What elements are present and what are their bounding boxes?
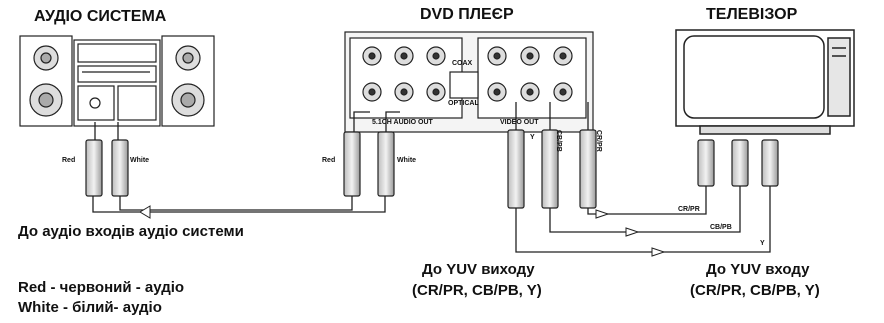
plug-label-red-left: Red — [62, 157, 76, 164]
signal-label-cb-pb: CB/PB — [555, 130, 562, 152]
signal-label-y: Y — [530, 134, 535, 141]
plug-label-white-right: White — [397, 157, 417, 164]
plug-label-white-left: White — [130, 157, 150, 164]
coax-label: COAX — [452, 60, 473, 67]
optical-label: OPTICAL — [448, 100, 479, 107]
optical-port — [449, 71, 479, 99]
audio-system-title: АУДІО СИСТЕМА — [34, 8, 167, 25]
yuv-output-caption-1: До YUV виходу — [422, 261, 535, 278]
video-out-label: VIDEO OUT — [500, 119, 539, 126]
yuv-output-caption-2: (CR/PR, CB/PB, Y) — [412, 282, 542, 299]
audio-input-caption: До аудіо входів аудіо системи — [18, 223, 244, 240]
legend-red: Red - червоний - аудіо — [18, 279, 185, 296]
audio-cable — [92, 196, 386, 213]
y-cable — [515, 186, 771, 253]
plug-label-red-right: Red — [322, 157, 336, 164]
dvd-player-title: DVD ПЛЕЄР — [420, 6, 514, 23]
cr-pr-cable — [587, 186, 707, 215]
dvd-back-panel — [344, 31, 594, 133]
direction-arrows — [139, 205, 666, 257]
tv-screen — [683, 35, 825, 119]
cables — [92, 102, 771, 253]
cb-pb-cable — [549, 186, 741, 233]
tv-title: ТЕЛЕВІЗОР — [706, 6, 798, 23]
yuv-input-caption-1: До YUV входу — [706, 261, 810, 278]
cable-label-cb-pb: CB/PB — [710, 224, 732, 231]
cable-label-cr-pr: CR/PR — [678, 206, 700, 213]
yuv-input-caption-2: (CR/PR, CB/PB, Y) — [690, 282, 820, 299]
audio-out-label: 5.1CH AUDIO OUT — [372, 119, 433, 126]
dvd-jacks — [362, 46, 573, 102]
legend-white: White - білий- аудіо — [18, 299, 162, 316]
tv-illustration — [675, 29, 855, 135]
signal-label-cr-pr: CR/PR — [595, 130, 602, 152]
cable-label-y: Y — [760, 240, 765, 247]
rca-plugs — [85, 129, 779, 209]
audio-system-illustration — [19, 35, 215, 127]
